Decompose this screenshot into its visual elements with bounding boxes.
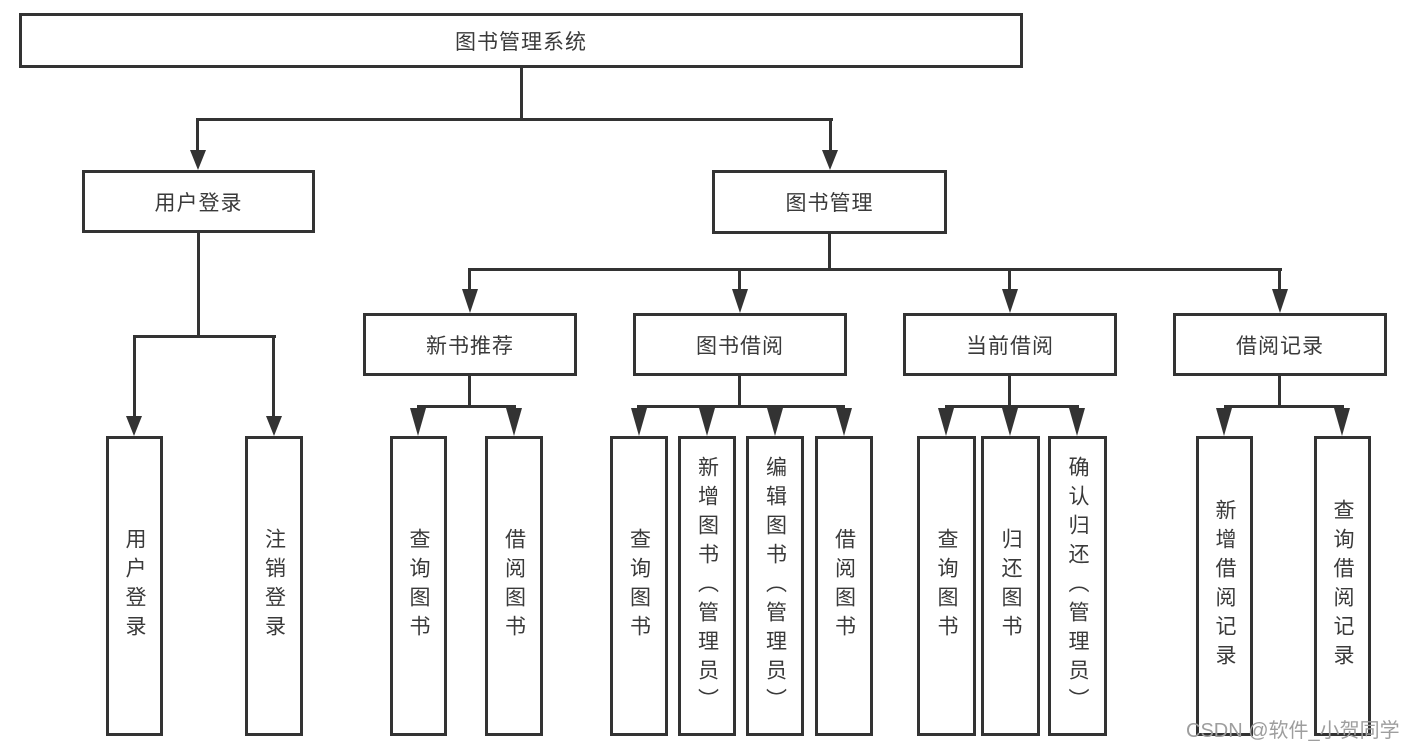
leaf-logout: 注销登录: [245, 436, 303, 736]
connector-line: [468, 376, 471, 405]
connector-line: [828, 234, 831, 270]
leaf-confirm-return-admin: 确认归还（管理员）: [1048, 436, 1107, 736]
connector-line: [197, 233, 200, 338]
connector-line: [417, 405, 516, 408]
node-current-borrow: 当前借阅: [903, 313, 1117, 376]
leaf-edit-book-admin: 编辑图书（管理员）: [746, 436, 804, 736]
connector-line: [1278, 376, 1281, 405]
leaf-user-login: 用户登录: [106, 436, 163, 736]
node-book-management: 图书管理: [712, 170, 947, 234]
arrowhead-icon: [410, 408, 426, 436]
arrowhead-icon: [1002, 289, 1018, 313]
leaf-query-books-borrow: 查询图书: [610, 436, 668, 736]
leaf-borrow-books-recommend: 借阅图书: [485, 436, 543, 736]
connector-line: [1008, 376, 1011, 405]
connector-line: [738, 376, 741, 405]
arrowhead-icon: [732, 289, 748, 313]
connector-line: [1008, 271, 1011, 289]
connector-line: [133, 338, 136, 416]
watermark: CSDN @软件_小贺同学: [1186, 720, 1400, 742]
node-root: 图书管理系统: [19, 13, 1023, 68]
node-borrow-records: 借阅记录: [1173, 313, 1387, 376]
arrowhead-icon: [1272, 289, 1288, 313]
arrowhead-icon: [1216, 408, 1232, 436]
arrowhead-icon: [506, 408, 522, 436]
leaf-query-books-current: 查询图书: [917, 436, 976, 736]
node-book-borrow: 图书借阅: [633, 313, 847, 376]
leaf-return-book: 归还图书: [981, 436, 1040, 736]
connector-line: [829, 121, 832, 150]
leaf-query-books-recommend: 查询图书: [390, 436, 447, 736]
arrowhead-icon: [190, 150, 206, 170]
arrowhead-icon: [462, 289, 478, 313]
connector-line: [196, 118, 833, 121]
node-new-book-recommend: 新书推荐: [363, 313, 577, 376]
connector-line: [738, 271, 741, 289]
leaf-add-borrow-record: 新增借阅记录: [1196, 436, 1253, 736]
connector-line: [133, 335, 276, 338]
connector-line: [1278, 271, 1281, 289]
arrowhead-icon: [836, 408, 852, 436]
connector-line: [468, 271, 471, 289]
arrowhead-icon: [266, 416, 282, 436]
connector-line: [196, 121, 199, 150]
arrowhead-icon: [699, 408, 715, 436]
arrowhead-icon: [631, 408, 647, 436]
connector-line: [468, 268, 1282, 271]
connector-line: [1224, 405, 1344, 408]
arrowhead-icon: [938, 408, 954, 436]
arrowhead-icon: [1069, 408, 1085, 436]
leaf-borrow-books: 借阅图书: [815, 436, 873, 736]
node-user-login: 用户登录: [82, 170, 315, 233]
connector-line: [272, 338, 275, 416]
arrowhead-icon: [767, 408, 783, 436]
connector-line: [637, 405, 845, 408]
leaf-query-borrow-record: 查询借阅记录: [1314, 436, 1371, 736]
connector-line: [945, 405, 1079, 408]
arrowhead-icon: [822, 150, 838, 170]
leaf-add-book-admin: 新增图书（管理员）: [678, 436, 736, 736]
connector-line: [520, 68, 523, 121]
arrowhead-icon: [1334, 408, 1350, 436]
arrowhead-icon: [126, 416, 142, 436]
arrowhead-icon: [1002, 408, 1018, 436]
